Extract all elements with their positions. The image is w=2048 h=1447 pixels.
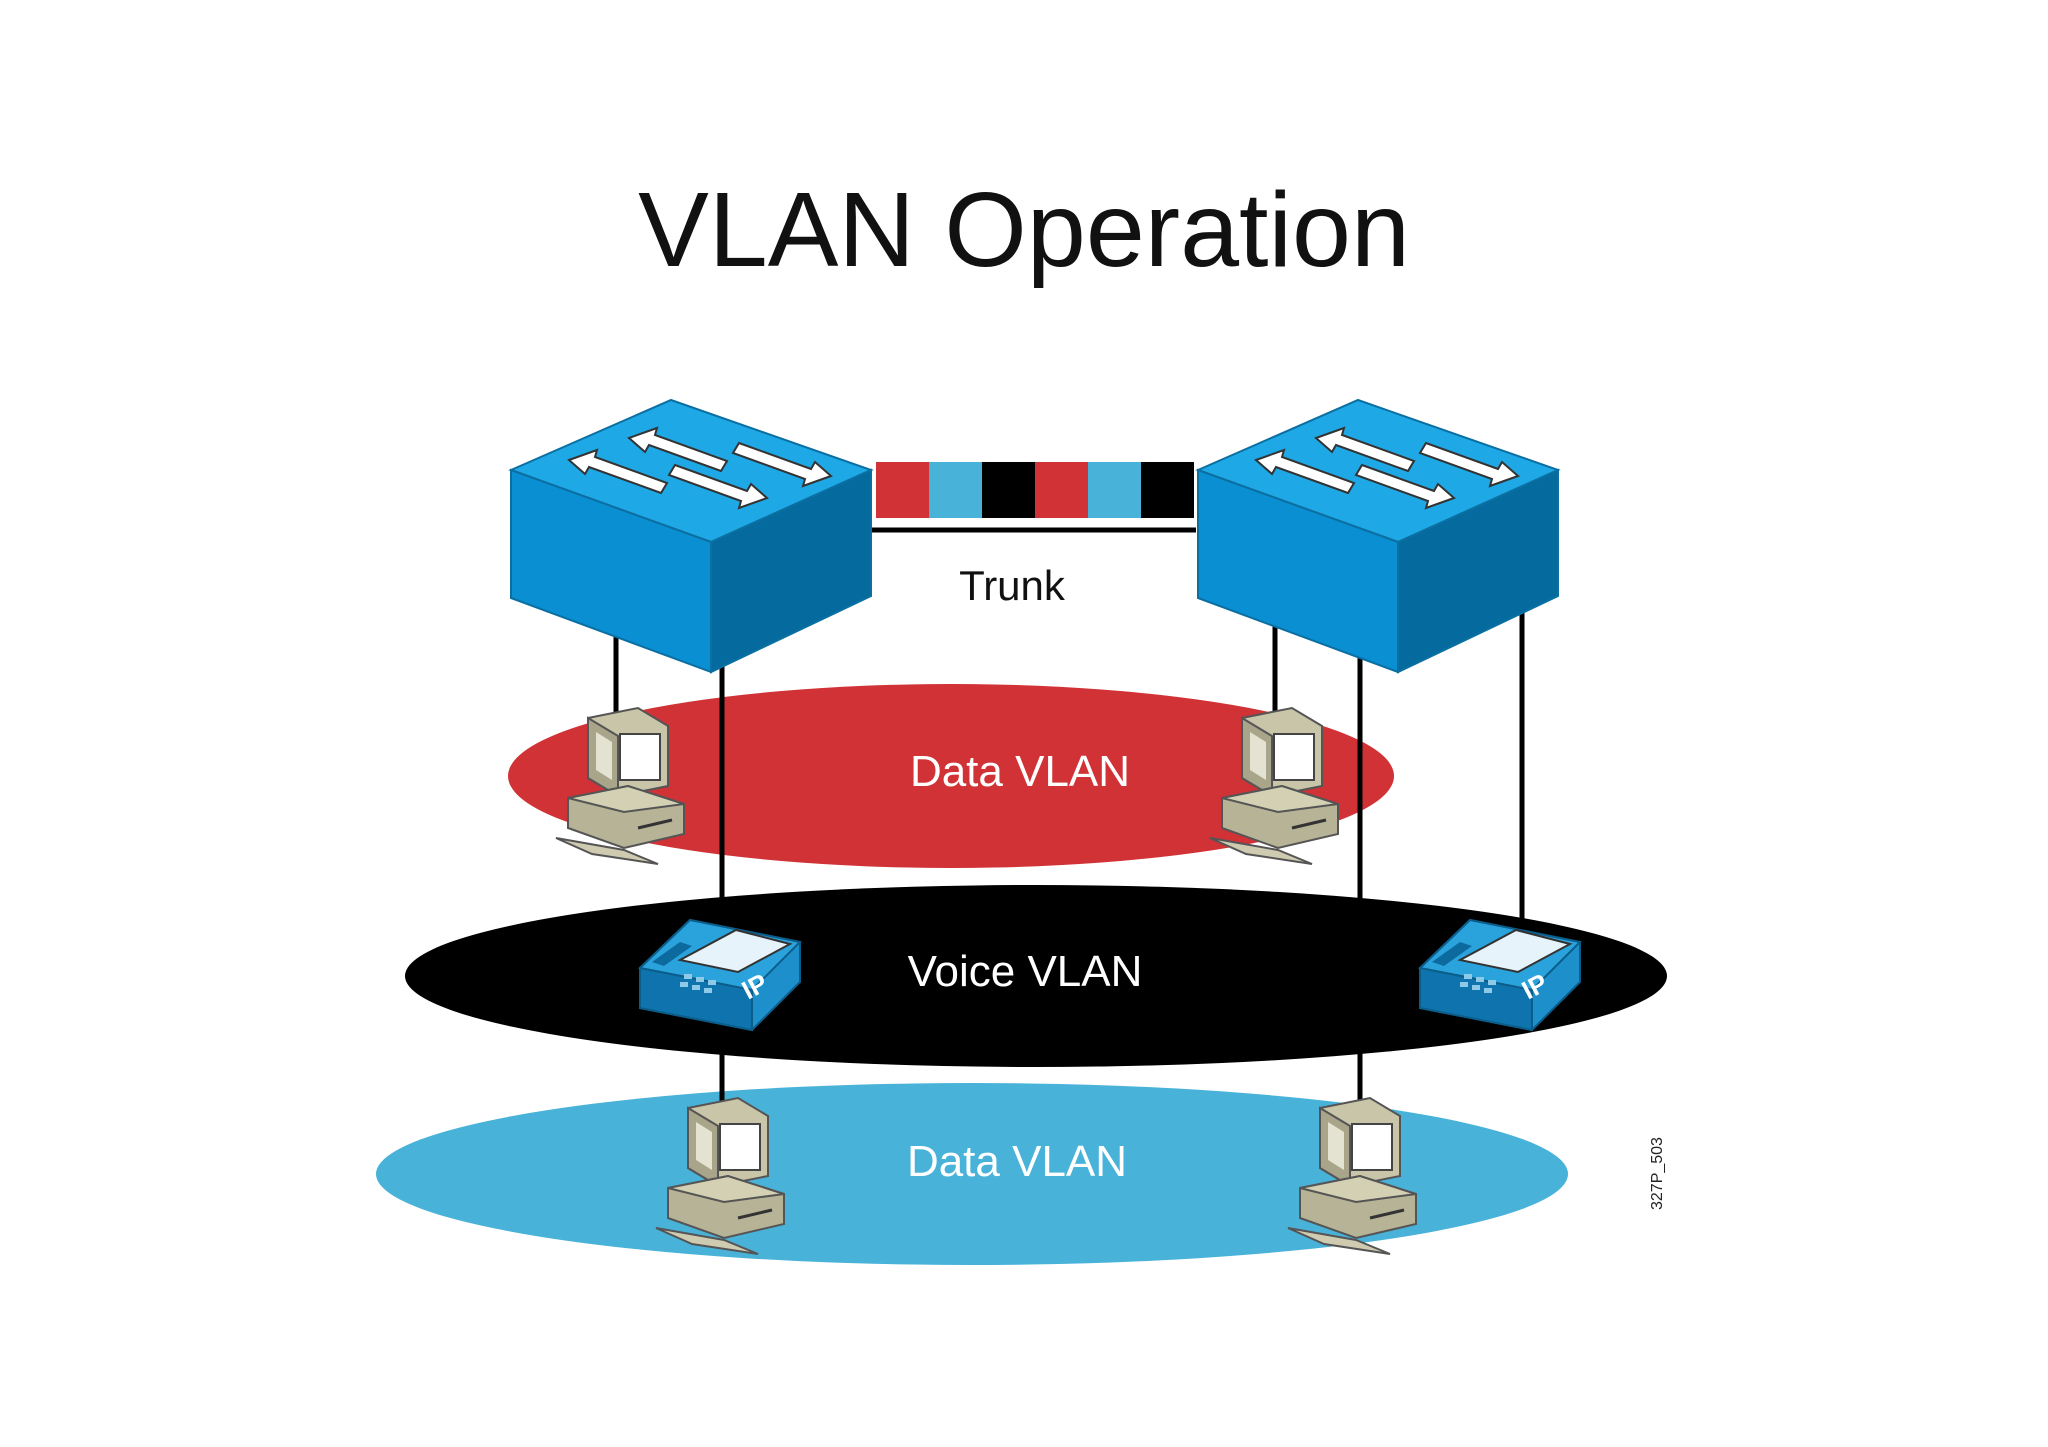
vlan-label: Data VLAN <box>910 747 1130 796</box>
frame-segment <box>1035 462 1088 518</box>
trunk-frame <box>876 462 1194 518</box>
ip-phone-icon: IP <box>639 919 801 1031</box>
frame-segment <box>929 462 982 518</box>
frame-segment <box>876 462 929 518</box>
vlan-label: Data VLAN <box>907 1137 1127 1186</box>
figure-id: 327P_503 <box>1649 1137 1666 1210</box>
frame-segment <box>982 462 1035 518</box>
switch-icon <box>510 399 872 673</box>
trunk-label: Trunk <box>959 562 1066 609</box>
switch-icon <box>1197 399 1559 673</box>
frame-segment <box>1141 462 1194 518</box>
page-title: VLAN Operation <box>638 171 1410 289</box>
trunk-link: Trunk <box>872 462 1196 609</box>
ip-phone-icon: IP <box>1419 919 1581 1031</box>
data-vlan-red <box>508 684 1394 868</box>
frame-segment <box>1088 462 1141 518</box>
vlan-label: Voice VLAN <box>908 947 1143 996</box>
